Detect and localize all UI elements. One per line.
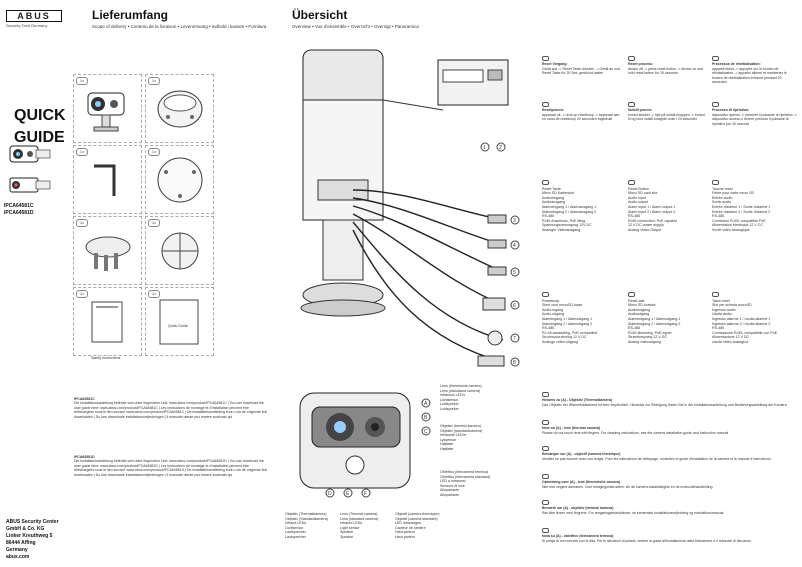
callout-D: D: [328, 491, 332, 497]
note-de: Hinweis zu (A) - Objektiv (Thermalkamera…: [542, 392, 792, 407]
junction-box-illustration: [157, 90, 203, 128]
camera-illustration: [87, 92, 125, 132]
company-address: ABUS Security Center GmbH & Co. KG Linke…: [6, 519, 59, 560]
reset-it: Processo di ripristino:dispositivo spent…: [712, 102, 797, 126]
reset-fr: Processus de réinitialisation:appareil é…: [712, 56, 797, 84]
drill-template-illustration: [157, 157, 203, 203]
booklet-illustration: [91, 301, 123, 343]
callout-1: 1: [483, 145, 486, 151]
item-hexkey-box: 1x: [73, 145, 142, 214]
quick-guide-label: Quick Guide: [168, 324, 188, 328]
callout-8: 8: [513, 360, 516, 366]
item-guide-box: 1x Quick Guide: [145, 287, 214, 356]
lens-list-da: Objektiv (termisk kamera)Objektiv (stand…: [440, 424, 483, 451]
reset-en: Reset process:device off -> press reset …: [628, 56, 708, 76]
safety-label: Safety instructions: [91, 356, 121, 360]
callout-3: 3: [513, 218, 516, 224]
brand-tagline: Security Tech Germany: [6, 23, 48, 28]
note-it: Nota su (A) - obiettivo (telecamera term…: [542, 528, 792, 543]
lens-list-en: Lens (Thermal camera)Lens (standard came…: [340, 512, 379, 539]
callout-4: 4: [513, 243, 516, 249]
lens-list-fr: Objectif (caméra thermique)Objectif (cam…: [395, 512, 440, 539]
model-2: IPCA64581D: [4, 210, 34, 216]
link-block-d: IPCA64581D Die Installationsanleitung be…: [74, 455, 268, 477]
item-screws-box: 1x: [73, 216, 142, 285]
callout-F: F: [364, 491, 367, 497]
callout-6: 6: [513, 303, 516, 309]
reset-de: Reset Vorgang:Gerät aus -> Reset Taste d…: [542, 56, 622, 76]
delivery-subtitle: Scope of delivery • Contenu de la livrai…: [92, 24, 267, 29]
reset-da: Nulstil proces:enhed slukket -> tryk på …: [628, 102, 708, 122]
overview-title: Übersicht: [292, 8, 348, 22]
item-camera-box: 1x: [73, 74, 142, 143]
callout-7: 7: [513, 336, 516, 342]
quick-guide-booklet: [159, 299, 199, 345]
note-da: Bemærk om (A) - objektiv (termisk kamera…: [542, 500, 792, 515]
item-safety-box: Safety instructions: [73, 356, 140, 378]
callout-E: E: [346, 491, 350, 497]
note-nl: Opmerking over (A) - lens (thermische ca…: [542, 474, 792, 489]
bullet-camera-icon: [9, 177, 51, 193]
callout-B: B: [424, 415, 428, 421]
callout-5: 5: [513, 270, 516, 276]
lens-list-de: Objektiv (Thermalkamera)Objektiv (Standa…: [285, 512, 328, 539]
item-mount-box: 1x: [145, 74, 214, 143]
item-quickguide-box: 1x: [73, 287, 142, 356]
camera-front-diagram: A B C D E F: [299, 392, 431, 498]
item-template-box: 1x: [145, 145, 214, 214]
thermal-camera-icon: [9, 145, 51, 163]
note-fr: Remarque sur (A) - objectif (caméra ther…: [542, 446, 792, 461]
lens-list-nl: Lens (thermische camera)Lens (standaard …: [440, 384, 482, 411]
link-block-c: IPCA64581C Die Installationsanleitung be…: [74, 397, 268, 419]
note-en: Note on (A) - lens (thermal camera)Pleas…: [542, 420, 792, 435]
screws-illustration: [85, 236, 131, 271]
camera-overview-diagram: 1 2 3 4 5 6 7 8: [300, 49, 520, 367]
callout-A: A: [424, 401, 428, 407]
callout-2: 2: [499, 145, 502, 151]
item-seal-box: 1x: [145, 216, 214, 285]
overview-subtitle: Overview • Vue d'ensemble • Overzicht • …: [292, 24, 419, 29]
abus-logo: ABUS: [6, 10, 62, 22]
sealing-ring-illustration: [161, 232, 199, 270]
hex-key-icon: [94, 164, 116, 196]
lens-list-it: Obiettivo (telecamera termica)Obiettivo …: [440, 470, 491, 497]
delivery-title: Lieferumfang: [92, 8, 169, 22]
reset-nl: Resetproces:apparaat uit -> druk op rese…: [542, 102, 622, 122]
callout-C: C: [424, 429, 428, 435]
model-1: IPCA64581C: [4, 203, 34, 209]
